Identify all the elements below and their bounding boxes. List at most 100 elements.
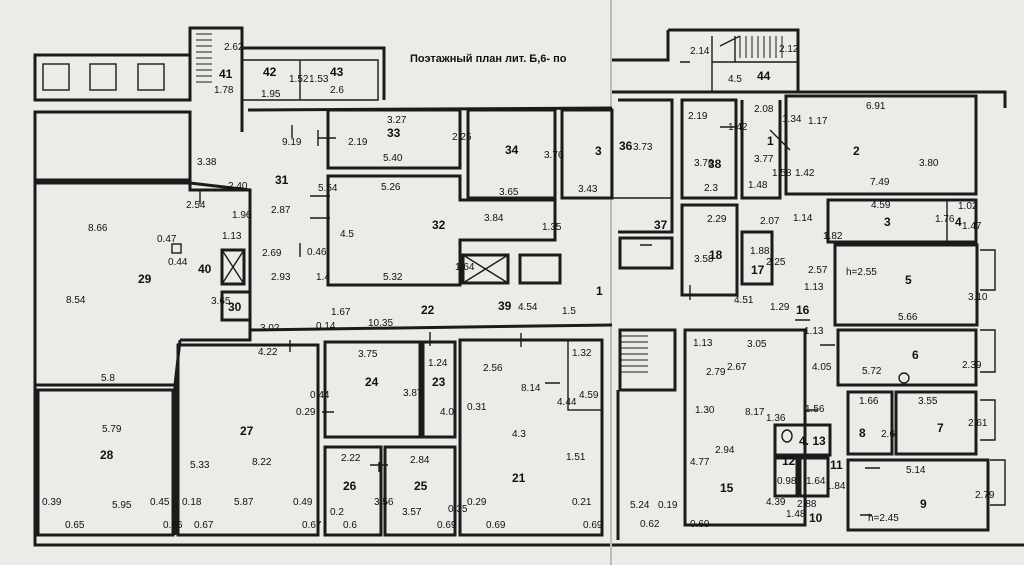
svg-text:2.39: 2.39 bbox=[962, 360, 982, 371]
svg-text:10: 10 bbox=[809, 511, 823, 525]
svg-text:1.88: 1.88 bbox=[750, 246, 770, 257]
svg-text:2.3: 2.3 bbox=[704, 183, 718, 194]
svg-text:5.95: 5.95 bbox=[112, 500, 132, 511]
svg-text:2.57: 2.57 bbox=[808, 265, 828, 276]
svg-text:1.48: 1.48 bbox=[748, 180, 768, 191]
svg-text:0.67: 0.67 bbox=[194, 520, 214, 531]
svg-text:0.44: 0.44 bbox=[310, 390, 330, 401]
svg-text:2.07: 2.07 bbox=[760, 216, 780, 227]
svg-text:1.32: 1.32 bbox=[572, 348, 592, 359]
svg-text:0.66: 0.66 bbox=[163, 520, 183, 531]
svg-text:0.62: 0.62 bbox=[640, 519, 660, 530]
svg-text:0.21: 0.21 bbox=[572, 497, 592, 508]
svg-text:42: 42 bbox=[263, 65, 277, 79]
svg-text:0.29: 0.29 bbox=[467, 497, 487, 508]
svg-text:4.3: 4.3 bbox=[512, 429, 526, 440]
svg-text:1.52: 1.52 bbox=[289, 74, 309, 85]
dimension-labels: 2.62 1.78 1.95 1.52 1.53 2.6 3.27 2.19 2… bbox=[42, 42, 995, 531]
svg-text:3.77: 3.77 bbox=[754, 154, 774, 165]
svg-text:2: 2 bbox=[853, 144, 860, 158]
svg-text:11: 11 bbox=[830, 458, 843, 472]
svg-text:33: 33 bbox=[387, 126, 401, 140]
svg-text:2.22: 2.22 bbox=[341, 453, 361, 464]
svg-text:5.33: 5.33 bbox=[190, 460, 210, 471]
svg-text:0.49: 0.49 bbox=[293, 497, 313, 508]
svg-text:24: 24 bbox=[365, 375, 379, 389]
svg-text:4.77: 4.77 bbox=[690, 457, 710, 468]
svg-text:1.30: 1.30 bbox=[695, 405, 715, 416]
svg-text:3.55: 3.55 bbox=[918, 396, 938, 407]
svg-text:4.39: 4.39 bbox=[766, 497, 786, 508]
svg-text:2.19: 2.19 bbox=[688, 111, 708, 122]
svg-text:0.18: 0.18 bbox=[182, 497, 202, 508]
svg-text:1.42: 1.42 bbox=[795, 168, 815, 179]
svg-text:4.5: 4.5 bbox=[340, 229, 354, 240]
svg-text:15: 15 bbox=[720, 481, 734, 495]
svg-text:3.80: 3.80 bbox=[919, 158, 939, 169]
svg-text:1.96: 1.96 bbox=[232, 210, 252, 221]
svg-text:h=2.45: h=2.45 bbox=[868, 513, 899, 524]
svg-text:2.69: 2.69 bbox=[262, 248, 282, 259]
svg-text:28: 28 bbox=[100, 448, 114, 462]
svg-text:0.44: 0.44 bbox=[168, 257, 188, 268]
svg-text:5.79: 5.79 bbox=[102, 424, 122, 435]
svg-text:37: 37 bbox=[654, 218, 668, 232]
svg-text:4.22: 4.22 bbox=[258, 347, 278, 358]
svg-text:1.13: 1.13 bbox=[693, 338, 713, 349]
svg-text:4.59: 4.59 bbox=[579, 390, 599, 401]
svg-text:12: 12 bbox=[782, 454, 796, 468]
svg-text:1.36: 1.36 bbox=[766, 413, 786, 424]
svg-text:1.51: 1.51 bbox=[566, 452, 586, 463]
svg-text:1.14: 1.14 bbox=[793, 213, 813, 224]
svg-text:4.51: 4.51 bbox=[734, 295, 754, 306]
svg-text:1.13: 1.13 bbox=[804, 326, 824, 337]
svg-text:17: 17 bbox=[751, 263, 765, 277]
svg-text:3.65: 3.65 bbox=[499, 187, 519, 198]
svg-text:22: 22 bbox=[421, 303, 435, 317]
svg-text:0.47: 0.47 bbox=[157, 234, 177, 245]
svg-text:0.46: 0.46 bbox=[307, 247, 327, 258]
svg-text:4.5: 4.5 bbox=[728, 74, 742, 85]
svg-text:1.82: 1.82 bbox=[823, 231, 843, 242]
svg-text:0.14: 0.14 bbox=[316, 321, 336, 332]
svg-text:2.6: 2.6 bbox=[330, 85, 344, 96]
left-walls bbox=[33, 26, 614, 547]
svg-text:34: 34 bbox=[505, 143, 519, 157]
svg-text:1.78: 1.78 bbox=[214, 85, 234, 96]
svg-text:9.19: 9.19 bbox=[282, 137, 302, 148]
svg-text:2.6: 2.6 bbox=[881, 429, 895, 440]
svg-text:5.87: 5.87 bbox=[234, 497, 254, 508]
svg-text:5.72: 5.72 bbox=[862, 366, 882, 377]
svg-text:3.02: 3.02 bbox=[260, 323, 280, 334]
svg-text:29: 29 bbox=[138, 272, 152, 286]
svg-text:30: 30 bbox=[228, 300, 242, 314]
svg-text:1.95: 1.95 bbox=[261, 89, 281, 100]
svg-text:40: 40 bbox=[198, 262, 212, 276]
svg-text:0.67: 0.67 bbox=[302, 520, 322, 531]
svg-text:44: 44 bbox=[757, 69, 771, 83]
svg-text:0.69: 0.69 bbox=[690, 519, 710, 530]
svg-text:1.13: 1.13 bbox=[222, 231, 242, 242]
svg-text:5.66: 5.66 bbox=[898, 312, 918, 323]
svg-text:5.26: 5.26 bbox=[381, 182, 401, 193]
svg-text:2.79: 2.79 bbox=[706, 367, 726, 378]
svg-text:4.0: 4.0 bbox=[440, 407, 454, 418]
svg-text:1: 1 bbox=[596, 284, 603, 298]
svg-text:h=2.55: h=2.55 bbox=[846, 267, 877, 278]
svg-text:4: 4 bbox=[955, 215, 962, 229]
svg-text:38: 38 bbox=[708, 157, 722, 171]
svg-text:1.4: 1.4 bbox=[316, 272, 330, 283]
svg-text:3: 3 bbox=[884, 215, 891, 229]
svg-text:7.49: 7.49 bbox=[870, 177, 890, 188]
svg-text:16: 16 bbox=[796, 303, 810, 317]
svg-text:8.14: 8.14 bbox=[521, 383, 541, 394]
svg-text:7: 7 bbox=[937, 421, 944, 435]
svg-text:2.08: 2.08 bbox=[754, 104, 774, 115]
svg-text:18: 18 bbox=[709, 248, 723, 262]
svg-text:5.32: 5.32 bbox=[383, 272, 403, 283]
svg-text:1.5: 1.5 bbox=[562, 306, 576, 317]
svg-text:0.31: 0.31 bbox=[467, 402, 487, 413]
svg-text:2.87: 2.87 bbox=[271, 205, 291, 216]
svg-text:2.14: 2.14 bbox=[690, 46, 710, 57]
